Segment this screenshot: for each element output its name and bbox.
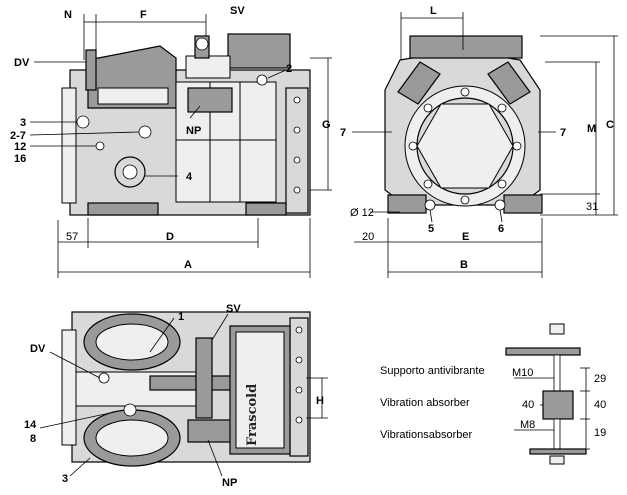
dim-f-label: F [140, 9, 147, 21]
foot-left [87, 202, 159, 216]
callout-3-top: 3 [62, 473, 68, 485]
sv-valve-top [195, 337, 213, 419]
callout-4: 4 [186, 171, 193, 183]
callout-sv-top: SV [226, 303, 241, 315]
absorber-nut-bottom [549, 455, 565, 465]
dv-valve [85, 49, 97, 91]
callout-7-right: 7 [560, 127, 566, 139]
sv-valve-cap [195, 37, 209, 51]
port-14 [123, 403, 137, 417]
dim-l-label: L [430, 5, 437, 17]
absorber-rubber [542, 390, 574, 420]
dim-e-label: E [462, 231, 469, 243]
dim-h-label: H [316, 395, 324, 407]
dim-m-label: M [587, 123, 596, 135]
dim-b-label: B [460, 259, 468, 271]
absorber-base-plate [529, 448, 587, 455]
callout-7-left: 7 [340, 127, 346, 139]
dim-sv-label: SV [230, 5, 245, 17]
cylinder-bank-left [397, 61, 441, 105]
absorber-19-label: 19 [594, 427, 606, 439]
dim-31-label: 31 [586, 201, 598, 213]
end-view: L C M 31 Ø 12 20 E B 7 7 5 6 [340, 5, 618, 278]
port-3 [76, 115, 90, 129]
end-cover-left [61, 87, 77, 204]
absorber-29-label: 29 [594, 373, 606, 385]
caption-english: Vibration absorber [380, 397, 470, 409]
brand-logo: Frascold [245, 384, 260, 446]
dim-57-label: 57 [66, 231, 78, 243]
motor-end-cover [285, 87, 309, 214]
dim-a-label: A [184, 259, 192, 271]
discharge-pipe [149, 375, 235, 391]
dim-20-label: 20 [362, 231, 374, 243]
callout-5: 5 [428, 223, 434, 235]
port-2 [256, 74, 268, 86]
callout-dv-top: DV [30, 343, 46, 355]
callout-3: 3 [20, 117, 26, 129]
side-view: N F SV DV G D A 57 2 3 2-7 12 16 4 NP [10, 5, 332, 278]
dim-n-label: N [64, 9, 72, 21]
port-2-7 [138, 125, 152, 139]
absorber-nut-top [549, 323, 565, 335]
cylinder-head-plate [97, 87, 169, 105]
dim-d12-label: Ø 12 [350, 207, 374, 219]
callout-np: NP [186, 125, 201, 137]
caption-german: Vibrationsabsorber [380, 429, 472, 441]
callout-14: 14 [24, 419, 37, 431]
callout-6: 6 [498, 223, 504, 235]
nameplate-side [187, 87, 233, 113]
absorber-m10-label: M10 [512, 367, 533, 379]
foot-right [245, 202, 287, 216]
port-5 [424, 199, 436, 211]
terminal-box-end [409, 35, 523, 59]
callout-8: 8 [30, 433, 36, 445]
callout-np-top: NP [222, 477, 237, 489]
callout-dv: DV [14, 57, 30, 69]
top-end-cover [61, 329, 77, 446]
nameplate-top [187, 419, 233, 443]
port-12 [95, 141, 105, 151]
foot-end-left [387, 194, 427, 214]
callout-2-7: 2-7 [10, 130, 26, 142]
top-view: Frascold 1 SV DV 14 8 3 NP H [24, 303, 328, 489]
caption-italian: Supporto antivibrante [380, 365, 485, 377]
absorber-40-right-label: 40 [594, 399, 606, 411]
absorber-40-left-label: 40 [522, 399, 534, 411]
dim-g-label: G [322, 119, 331, 131]
foot-end-right [503, 194, 543, 214]
absorber-top-plate [505, 347, 581, 356]
port-6 [494, 199, 506, 211]
suction-valve-housing [185, 55, 231, 79]
vibration-absorber: Supporto antivibrante Vibration absorber… [380, 323, 606, 465]
absorber-m8-label: M8 [520, 419, 535, 431]
dim-d-label: D [166, 231, 174, 243]
terminal-box-side [227, 33, 291, 69]
dim-c-label: C [606, 119, 614, 131]
callout-12: 12 [14, 141, 26, 153]
callout-2: 2 [286, 63, 292, 75]
callout-1: 1 [178, 311, 184, 323]
cylinder-bank-right [487, 61, 531, 105]
callout-16: 16 [14, 153, 26, 165]
